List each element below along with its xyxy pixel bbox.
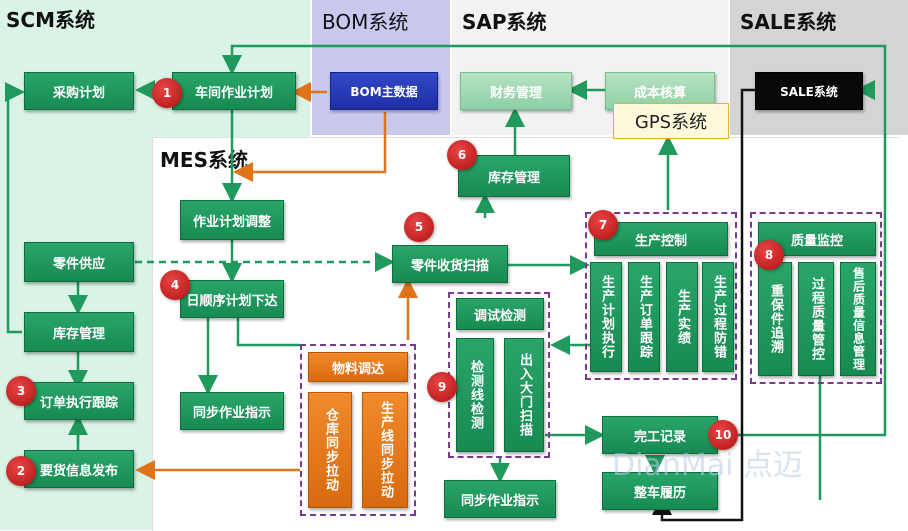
gate-scan-box: 出入大门扫描 bbox=[504, 338, 544, 452]
watermark-text: DianMai 点迈 bbox=[612, 448, 803, 483]
inspection-line-box: 检测线检测 bbox=[456, 338, 494, 452]
badge-2: 2 bbox=[6, 456, 36, 486]
prod-order-track-box: 生产订单跟踪 bbox=[628, 262, 660, 372]
sync-work-instruction-1-box: 同步作业指示 bbox=[180, 392, 284, 430]
material-dispatch-box: 物料调达 bbox=[308, 352, 408, 382]
debug-inspection-box: 调试检测 bbox=[456, 298, 544, 330]
after-sales-quality-box: 售后质量信息管理 bbox=[840, 262, 876, 376]
material-dispatch-group bbox=[300, 344, 416, 516]
inventory-mes-box: 库存管理 bbox=[458, 155, 570, 197]
sap-title: SAP系统 bbox=[462, 10, 547, 34]
warehouse-pull-box: 仓库同步拉动 bbox=[308, 392, 352, 508]
bom-region bbox=[312, 0, 450, 135]
line-pull-box: 生产线同步拉动 bbox=[362, 392, 408, 508]
order-tracking-box: 订单执行跟踪 bbox=[24, 382, 134, 420]
gps-system-label: GPS系统 bbox=[613, 103, 729, 139]
badge-4: 4 bbox=[160, 270, 190, 300]
finance-box: 财务管理 bbox=[460, 72, 572, 110]
sync-work-instruction-2-box: 同步作业指示 bbox=[444, 480, 556, 518]
procurement-plan-box: 采购计划 bbox=[24, 72, 134, 110]
bom-title: BOM系统 bbox=[322, 10, 409, 34]
quality-monitor-box: 质量监控 bbox=[758, 222, 876, 256]
badge-10: 10 bbox=[708, 420, 738, 450]
quality-monitor-group bbox=[750, 212, 882, 384]
bom-master-box: BOM主数据 bbox=[330, 72, 438, 110]
sale-title: SALE系统 bbox=[740, 10, 837, 34]
parts-supply-box: 零件供应 bbox=[24, 242, 134, 282]
completion-record-box: 完工记录 bbox=[602, 416, 718, 454]
sequence-plan-release-box: 日顺序计划下达 bbox=[180, 280, 284, 318]
process-quality-box: 过程质量管控 bbox=[798, 262, 834, 376]
prod-actual-box: 生产实绩 bbox=[666, 262, 698, 372]
badge-6: 6 bbox=[447, 140, 477, 170]
prod-error-proof-box: 生产过程防错 bbox=[702, 262, 734, 372]
badge-1: 1 bbox=[152, 78, 182, 108]
work-plan-adjust-box: 作业计划调整 bbox=[180, 200, 284, 240]
sale-system-box: SALE系统 bbox=[755, 72, 863, 110]
production-control-group bbox=[585, 212, 737, 380]
prod-plan-exec-box: 生产计划执行 bbox=[590, 262, 622, 372]
vehicle-history-box: 整车履历 bbox=[602, 472, 718, 510]
delivery-info-release-box: 要货信息发布 bbox=[24, 450, 134, 488]
badge-3: 3 bbox=[6, 376, 36, 406]
badge-9: 9 bbox=[427, 372, 457, 402]
scm-title: SCM系统 bbox=[6, 8, 95, 32]
badge-7: 7 bbox=[588, 210, 618, 240]
parts-receiving-scan-box: 零件收货扫描 bbox=[392, 245, 508, 283]
inventory-scm-box: 库存管理 bbox=[24, 312, 134, 352]
workshop-plan-box: 车间作业计划 bbox=[172, 72, 296, 110]
badge-5: 5 bbox=[404, 212, 434, 242]
badge-8: 8 bbox=[754, 240, 784, 270]
production-control-box: 生产控制 bbox=[594, 222, 728, 256]
sale-region bbox=[730, 0, 908, 135]
heavy-trace-box: 重保件追溯 bbox=[758, 262, 792, 376]
